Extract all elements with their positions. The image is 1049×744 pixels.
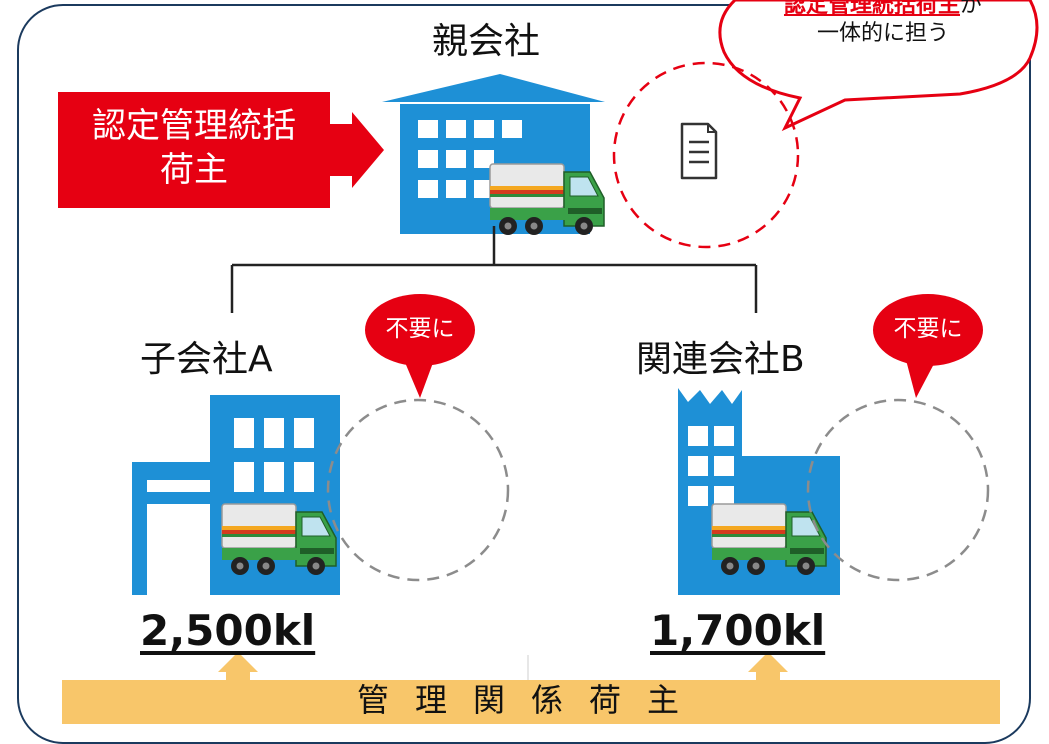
diagram-canvas xyxy=(58,0,1039,690)
subsidiary-dashed-circle xyxy=(326,398,510,582)
speech-bubble-shape xyxy=(718,0,1039,132)
subsidiary-badge-shape xyxy=(365,294,475,398)
certified-shipper-callout xyxy=(58,92,384,208)
parent-company-label: 親会社 xyxy=(432,21,541,62)
affiliate-dashed-circle xyxy=(806,398,990,582)
managed-shipper-banner: 管理関係荷主 xyxy=(62,680,1000,724)
speech-bubble-suffix: が xyxy=(960,0,983,18)
affiliate-volume: 1,700kl xyxy=(650,606,826,655)
speech-bubble-highlight: 認定管理統括荷主 xyxy=(783,0,960,18)
affiliate-badge-text: 不要に xyxy=(893,316,963,342)
certified-shipper-text: 認定管理統括 荷主 xyxy=(58,104,330,192)
document-icon xyxy=(680,122,718,180)
managed-shipper-banner-text: 管理関係荷主 xyxy=(356,681,705,719)
hierarchy-lines xyxy=(230,226,758,313)
affiliate-label: 関連会社B xyxy=(636,339,805,380)
subsidiary-badge-text: 不要に xyxy=(385,316,455,342)
speech-bubble-text: 認定管理統括荷主が 一体的に担う xyxy=(738,0,1028,47)
certified-shipper-line1: 認定管理統括 xyxy=(92,106,296,146)
certified-shipper-line2: 荷主 xyxy=(160,150,228,191)
affiliate-badge-shape xyxy=(873,294,983,398)
speech-bubble-line2: 一体的に担う xyxy=(816,20,949,46)
parent-dashed-circle xyxy=(612,61,800,249)
subsidiary-volume: 2,500kl xyxy=(140,606,316,655)
subsidiary-label: 子会社A xyxy=(140,339,273,380)
